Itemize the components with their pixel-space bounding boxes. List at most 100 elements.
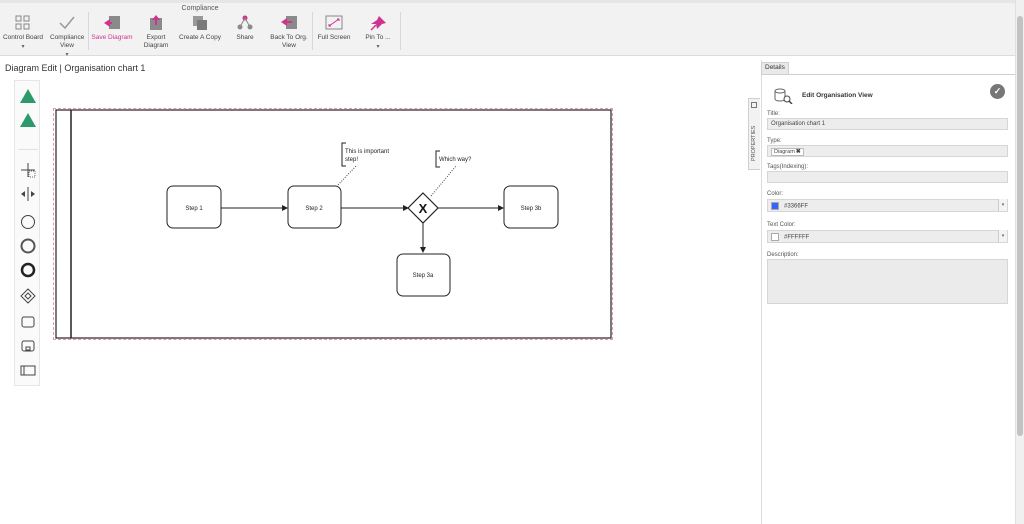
ribbon-separator: [88, 12, 89, 50]
title-input[interactable]: Organisation chart 1: [767, 118, 1008, 130]
database-search-icon: [773, 88, 793, 109]
text-color-label: Text Color:: [767, 222, 796, 228]
type-chip: Diagram✖: [771, 148, 804, 156]
panel-heading: Edit Organisation View: [802, 92, 873, 99]
text-color-swatch: [771, 233, 779, 241]
compliance-view-label: Compliance View: [50, 34, 85, 49]
pool-down-icon[interactable]: [18, 111, 38, 129]
annotation-connector: [430, 165, 457, 197]
text-color-select[interactable]: #FFFFFF ▾: [767, 230, 1008, 243]
checkmark-icon: [57, 14, 77, 32]
export-diagram-label: Export Diagram: [143, 34, 169, 49]
compliance-view-button[interactable]: Compliance View ▾: [47, 14, 87, 59]
tags-label: Tags(Indexing):: [767, 164, 809, 170]
share-button[interactable]: Share: [230, 14, 260, 42]
task-step-1[interactable]: [166, 185, 222, 229]
start-event-icon[interactable]: [18, 213, 38, 231]
save-diagram-button[interactable]: Save Diagram: [91, 14, 133, 42]
annotation-connector: [337, 165, 357, 186]
task-step-1-label: Step 1: [185, 206, 203, 212]
pool-up-icon[interactable]: [18, 87, 38, 105]
check-icon: ✓: [993, 86, 1002, 96]
type-chip-label: Diagram: [774, 149, 795, 155]
ribbon-group-label: Compliance: [181, 5, 219, 12]
subprocess-icon[interactable]: [18, 337, 38, 355]
pin-icon: [368, 14, 388, 32]
back-to-org-view-button[interactable]: Back To Org. View: [268, 14, 310, 50]
back-to-org-view-label: Back To Org. View: [270, 34, 308, 49]
ribbon-separator: [400, 12, 401, 50]
grid-icon: [13, 14, 33, 32]
chevron-down-icon[interactable]: ▾: [376, 44, 380, 50]
scrollbar-thumb[interactable]: [1017, 16, 1023, 436]
confirm-check-button[interactable]: ✓: [990, 84, 1005, 99]
details-tab[interactable]: Details: [761, 62, 789, 74]
pin-panel-icon[interactable]: [751, 102, 757, 108]
export-icon: [146, 14, 166, 32]
ribbon-separator: [312, 12, 313, 50]
properties-side-tab[interactable]: PROPERTIES: [748, 98, 760, 170]
gateway-icon[interactable]: [18, 287, 38, 305]
chevron-down-icon[interactable]: ▾: [21, 44, 25, 50]
task-step-3a[interactable]: [396, 253, 451, 297]
create-copy-button[interactable]: Create A Copy: [177, 14, 223, 42]
share-label: Share: [236, 34, 254, 41]
back-icon: [279, 14, 299, 32]
diagram-canvas[interactable]: [53, 108, 613, 340]
pin-to-label: Pin To ...: [365, 34, 391, 41]
task-step-3b[interactable]: [503, 185, 559, 229]
chevron-down-icon[interactable]: ▾: [998, 199, 1007, 211]
palette-separator: [18, 149, 38, 150]
panel-divider: [761, 74, 1015, 75]
chevron-down-icon[interactable]: ▾: [65, 52, 69, 58]
gateway-x-icon: X: [419, 201, 428, 216]
save-diagram-label: Save Diagram: [91, 34, 133, 41]
exclusive-gateway[interactable]: [407, 192, 439, 224]
annotation-bracket: [435, 150, 440, 168]
intermediate-event-icon[interactable]: [18, 237, 38, 255]
end-event-icon[interactable]: [18, 261, 38, 279]
move-icon[interactable]: [18, 161, 38, 179]
annotation-text: This is important: [345, 149, 389, 155]
annotation-text: step!: [345, 157, 358, 163]
description-textarea[interactable]: [767, 259, 1008, 304]
split-icon[interactable]: [18, 185, 38, 203]
export-diagram-button[interactable]: Export Diagram: [139, 14, 173, 50]
properties-side-tab-label: PROPERTIES: [751, 125, 757, 161]
type-label: Type:: [767, 138, 782, 144]
ribbon-toolbar: Compliance Control Board ▾ Compliance Vi…: [0, 0, 1024, 59]
page-title: Diagram Edit | Organisation chart 1: [5, 63, 146, 73]
page-scrollbar[interactable]: [1015, 0, 1024, 524]
save-diagram-icon: [102, 14, 122, 32]
task-icon[interactable]: [18, 313, 38, 331]
title-label: Title:: [767, 111, 780, 117]
ribbon-top-border: [0, 0, 1024, 3]
pool-icon[interactable]: [18, 361, 38, 379]
control-board-label: Control Board: [2, 34, 44, 41]
shape-palette: [14, 80, 40, 386]
full-screen-button[interactable]: Full Screen: [316, 14, 352, 42]
pin-to-button[interactable]: Pin To ... ▾: [362, 14, 394, 51]
type-tag-input[interactable]: Diagram✖: [767, 145, 1008, 157]
fullscreen-icon: [324, 14, 344, 32]
task-step-2-label: Step 2: [305, 206, 323, 212]
control-board-button[interactable]: Control Board ▾: [2, 14, 44, 51]
chevron-down-icon[interactable]: ▾: [998, 230, 1007, 242]
remove-chip-icon[interactable]: ✖: [795, 149, 801, 155]
description-label: Description:: [767, 252, 799, 258]
create-copy-label: Create A Copy: [179, 34, 221, 41]
share-icon: [235, 14, 255, 32]
task-step-2[interactable]: [287, 185, 342, 229]
color-swatch: [771, 202, 779, 210]
task-step-3b-label: Step 3b: [521, 206, 542, 212]
task-step-3a-label: Step 3a: [413, 273, 434, 279]
color-value: #3366FF: [784, 203, 809, 210]
copy-icon: [190, 14, 210, 32]
annotation-text: Which way?: [439, 157, 472, 163]
text-color-value: #FFFFFF: [784, 234, 810, 241]
annotation-bracket: [341, 142, 346, 167]
tags-input[interactable]: [767, 171, 1008, 183]
color-label: Color:: [767, 191, 784, 197]
color-select[interactable]: #3366FF ▾: [767, 199, 1008, 212]
